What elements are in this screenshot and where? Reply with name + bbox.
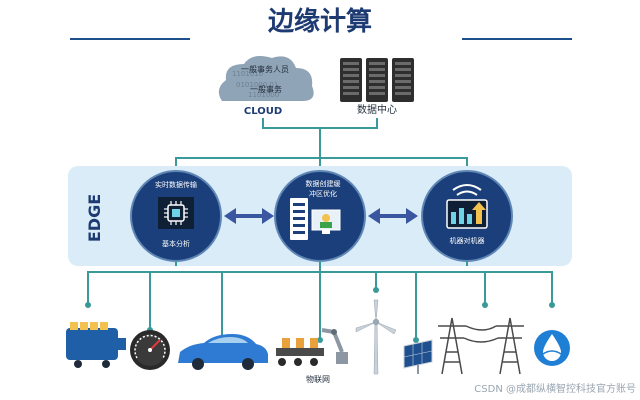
server-rack-icon: [340, 58, 414, 102]
power-tower-icon: [438, 317, 524, 375]
car-icon: [178, 334, 268, 370]
cloud-text-line1: 一般事务人员: [241, 64, 289, 74]
bottom-connectors: [87, 261, 553, 340]
water-drop-icon: [534, 330, 570, 366]
node1-bottom-label: 基本分析: [162, 239, 190, 248]
cloud-binary-a: 1101010: [232, 70, 263, 78]
processor-chip-icon: [164, 201, 188, 225]
node2-top-label-1: 数据创建缓: [306, 179, 341, 188]
engine-icon: [66, 322, 126, 368]
watermark: CSDN @成都纵横智控科技官方账号: [474, 382, 636, 395]
server-monitor-icon: [290, 198, 341, 240]
cloud-binary-b: 0101000 01: [236, 81, 278, 89]
cloud-icon: 1101010 0101000 01 1101000 一般事务人员 一般事务: [218, 56, 314, 101]
diagram-title: 边缘计算: [268, 6, 372, 37]
iot-label: 物联网: [306, 374, 330, 384]
title-rule-left: [70, 38, 190, 40]
solar-panel-icon: [403, 339, 433, 374]
edge-label: EDGE: [85, 194, 104, 242]
wind-turbine-icon: [355, 299, 397, 375]
node3-bottom-label: 机器对机器: [450, 236, 485, 245]
cloud-binary-c: 1101000: [248, 91, 279, 99]
cloud-text-line2: 一般事务: [250, 84, 282, 94]
double-arrow-icon: [224, 208, 274, 224]
edge-node-analytics: 实时数据传输 基本分析: [130, 170, 222, 262]
node1-top-label: 实时数据传输: [155, 180, 197, 189]
node2-top-label-2: 冲区优化: [309, 189, 337, 198]
title-rule-right: [462, 38, 572, 40]
robot-arm-icon: [276, 328, 348, 366]
double-arrow-icon: [368, 208, 418, 224]
edge-node-buffer: 数据创建缓 冲区优化: [274, 170, 366, 262]
gauge-icon: [130, 330, 170, 370]
edge-node-m2m: 机器对机器: [421, 170, 513, 262]
wifi-icon: [452, 184, 482, 196]
datacenter-label: 数据中心: [357, 103, 397, 116]
tablet-chart-icon: [446, 199, 488, 229]
cloud-label: CLOUD: [244, 106, 282, 117]
